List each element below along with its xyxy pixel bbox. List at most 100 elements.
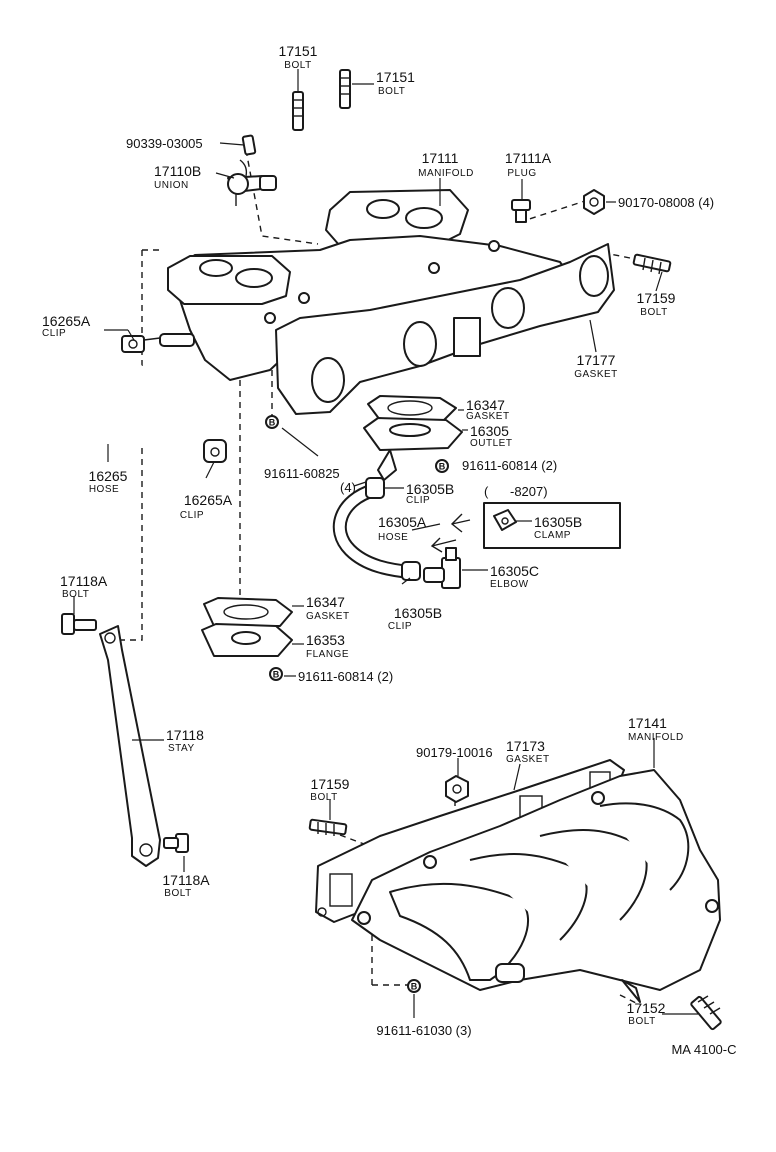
stud-17152 [690,995,722,1031]
svg-text:B: B [411,982,418,992]
bolt-17118a-bottom [163,833,189,853]
label-17152-code: 17152 [627,1000,666,1016]
manifold-17111 [159,189,615,415]
label-16305c-code: 16305C [490,563,539,579]
label-17151-a-code: 17151 [279,43,318,59]
clip-16265a-top [121,335,161,353]
label-17173-code: 17173 [506,738,545,754]
label-date-range: ( -8207) [484,484,548,499]
svg-text:B: B [439,462,446,472]
label-16305b-bottom-name: CLIP [388,621,412,632]
label-90179-10016: 90179-10016 [416,745,493,760]
bolt-17118a-top [61,613,97,635]
gasket-16347-lower [203,597,293,627]
label-17159-bottom-code: 17159 [311,776,350,792]
label-17141-code: 17141 [628,715,667,731]
label-17159-top-code: 17159 [637,290,676,306]
label-17151-a-name: BOLT [284,60,311,71]
label-17151-b-name: BOLT [378,86,405,97]
label-16347-top-code: 16347 [466,397,505,413]
label-17111-code: 17111 [422,150,459,166]
label-16305-code: 16305 [470,423,509,439]
label-17173-name: GASKET [506,754,550,765]
label-91611-60814-a: 91611-60814 (2) [462,458,557,473]
label-17111a-name: PLUG [507,168,536,179]
label-16305c-name: ELBOW [490,579,529,590]
hose-16265 [52,339,211,453]
label-16265a-bottom-name: CLIP [180,510,204,521]
label-17111-name: MANIFOLD [418,168,474,179]
nut-90170-08008 [583,189,605,215]
label-17177-name: GASKET [574,369,618,380]
manifold-17141 [351,769,721,1003]
outlet-16305 [363,417,463,481]
label-17111a-code: 17111A [505,150,552,166]
label-91611-61030: 91611-61030 (3) [376,1023,471,1038]
label-17110b-code: 17110B [154,163,201,179]
label-17159-bottom-name: BOLT [310,792,337,803]
svg-text:B: B [269,418,276,428]
label-17118a-bottom-code: 17118A [162,872,210,888]
label-17118a-bottom-name: BOLT [164,888,191,899]
label-16305b-bottom-code: 16305B [394,605,442,621]
label-16265-code: 16265 [89,468,128,484]
label-91611-60814-b: 91611-60814 (2) [298,669,393,684]
plug-17111a [511,199,531,223]
label-16305a-code: 16305A [378,514,427,530]
stud-17159-top [632,253,672,275]
label-17118a-top-name: BOLT [62,589,89,600]
label-17159-top-name: BOLT [640,307,667,318]
label-17118a-top-code: 17118A [60,573,108,589]
label-16305a-name: HOSE [378,532,408,543]
clip-16305b-bottom [401,561,421,581]
diagram-id: MA 4100-C [671,1042,736,1057]
part-labels: 17151 BOLT 17151 BOLT 90339-03005 17110B… [42,43,737,1057]
label-17110b-name: UNION [154,180,189,191]
union-fitting [227,134,277,206]
bolt-symbol-60825: B [265,415,279,429]
hose-16305a [332,483,411,579]
label-16265a-top-name: CLIP [42,328,66,339]
label-16347-bottom-code: 16347 [306,594,345,610]
leader-lines [73,69,698,1018]
stay-17118 [99,625,161,867]
bolt-symbol-60814-b: B [269,667,283,681]
label-90170-08008: 90170-08008 (4) [618,195,714,210]
label-16265a-top-code: 16265A [42,313,91,329]
bolt-17151-left [292,91,304,131]
label-91611-60825: 91611-60825 [264,466,340,481]
label-17152-name: BOLT [628,1016,655,1027]
label-17151-b-code: 17151 [376,69,415,85]
label-17141-name: MANIFOLD [628,732,684,743]
label-90339-03005: 90339-03005 [126,136,203,151]
clip-16265a-bottom [203,439,227,463]
flange-16353 [201,623,293,657]
gasket-16347-upper [367,395,457,421]
label-16347-bottom-name: GASKET [306,611,350,622]
label-16305b-clamp-name: CLAMP [534,530,571,541]
bolt-17151-right [339,69,351,109]
nut-90179-10016 [445,775,469,803]
label-16305b-top-code: 16305B [406,481,454,497]
label-16353-name: FLANGE [306,649,349,660]
label-17177-code: 17177 [577,352,616,368]
label-16353-code: 16353 [306,632,345,648]
label-17118-code: 17118 [166,727,204,743]
bolt-symbol-60814-a: B [435,459,449,473]
label-16265-name: HOSE [89,484,119,495]
clip-16305b-top [365,477,385,499]
svg-text:B: B [273,670,280,680]
label-91611-60825-qty: (4) [340,480,356,495]
label-17118-name: STAY [168,743,195,754]
label-16305-name: OUTLET [470,438,512,449]
label-16305b-top-name: CLIP [406,495,430,506]
elbow-16305c [423,547,461,589]
clamp-inset [430,502,621,553]
label-16265a-bottom-code: 16265A [184,492,233,508]
bolt-symbol-61030: B [407,979,421,993]
label-16347-top-name: GASKET [466,411,510,422]
label-16305b-clamp-code: 16305B [534,514,582,530]
stud-17159-bottom [308,818,348,836]
